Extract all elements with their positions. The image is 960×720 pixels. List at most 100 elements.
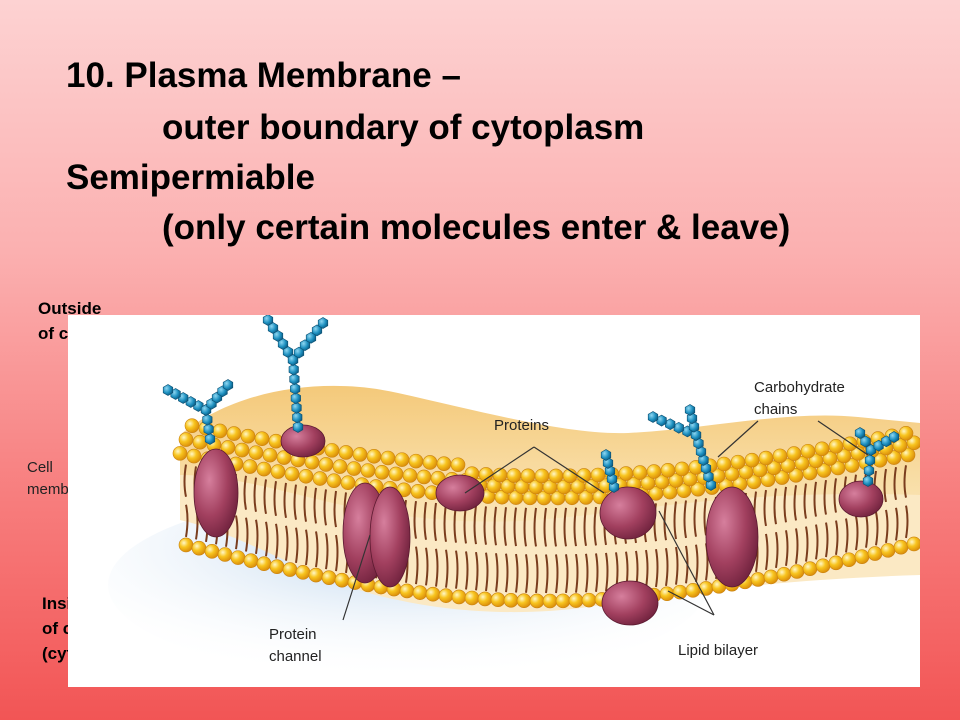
phospholipid-head — [352, 447, 368, 462]
sugar-unit — [656, 414, 667, 427]
phospholipid-head — [867, 546, 883, 561]
sugar-unit — [860, 435, 871, 448]
phospholipid-head — [186, 448, 202, 464]
phospholipid-head — [399, 583, 415, 599]
lipid-tail — [263, 479, 267, 514]
lipid-tail — [433, 502, 437, 541]
sugar-unit — [647, 411, 659, 423]
phospholipid-head — [451, 589, 467, 605]
lipid-tail — [313, 487, 317, 524]
lipid-tail — [265, 521, 269, 557]
phospholipid-head — [217, 547, 233, 562]
lipid-tail — [793, 485, 797, 521]
globular-protein — [599, 486, 657, 540]
lipid-tail — [883, 468, 887, 503]
lipid-tail — [775, 532, 779, 569]
phospholipid-head — [321, 570, 337, 585]
phospholipid-head — [332, 459, 348, 474]
phospholipid-head — [758, 450, 774, 466]
phospholipid-head — [906, 435, 920, 451]
lipid-tail — [425, 547, 429, 586]
lipid-tail — [673, 501, 677, 540]
lower-phospholipid-heads — [178, 536, 920, 609]
carbohydrate-chains-label: Carbohydrate chains — [754, 377, 845, 421]
phospholipid-head — [477, 591, 493, 607]
upper-phospholipid-heads — [172, 418, 920, 506]
phospholipid-head — [240, 428, 256, 444]
inner-peripheral-protein — [601, 580, 659, 626]
lipid-tail — [765, 533, 769, 571]
phospholipid-head — [380, 450, 396, 466]
lipid-tail — [573, 507, 577, 547]
phospholipid-head — [698, 581, 714, 596]
phospholipid-head — [632, 465, 648, 480]
lipid-tail — [245, 517, 249, 552]
sugar-unit — [292, 411, 303, 424]
phospholipid-head — [776, 566, 792, 582]
lipid-tail — [423, 501, 427, 540]
phospholipid-head — [256, 556, 272, 572]
phospholipid-head — [490, 592, 506, 607]
phospholipid-head — [338, 445, 354, 460]
sugar-unit — [262, 315, 274, 326]
phospholipid-head — [226, 426, 242, 441]
lipid-tail — [495, 553, 499, 592]
lipid-tail — [675, 546, 679, 585]
phospholipid-head — [772, 448, 788, 464]
lipid-tail — [183, 464, 187, 497]
lipid-tail — [815, 524, 819, 560]
lipid-tail — [533, 507, 537, 547]
phospholipid-head — [802, 561, 818, 576]
lipid-tail — [493, 506, 497, 546]
phospholipid-head — [318, 457, 334, 472]
phospholipid-head — [893, 539, 909, 555]
sugar-unit — [204, 433, 216, 445]
lipid-tail — [703, 498, 707, 536]
phospholipid-head — [618, 466, 634, 481]
phospholipid-head — [506, 468, 522, 483]
lipid-tail — [485, 552, 489, 592]
proteins-label: Proteins — [494, 417, 550, 434]
phospholipid-head — [660, 462, 676, 478]
phospholipid-head — [464, 590, 480, 606]
phospholipid-head — [898, 425, 914, 441]
phospholipid-head — [520, 468, 536, 484]
lipid-tail — [465, 551, 469, 590]
phospholipid-head — [346, 461, 362, 476]
outside-label-line-1: Outside — [38, 299, 102, 318]
sugar-unit — [600, 449, 612, 461]
lipid-tail — [293, 484, 297, 520]
phospholipid-head — [276, 450, 292, 465]
phospholipid-head — [816, 463, 832, 478]
lipid-tail — [185, 504, 189, 538]
lipid-tail — [845, 518, 849, 553]
lipid-bilayer-label: Lipid bilayer — [678, 642, 759, 659]
phospholipid-head — [334, 572, 350, 588]
phospholipid-head — [750, 572, 766, 587]
phospholipid-head — [326, 473, 342, 488]
phospholipid-head — [789, 564, 805, 579]
lipid-tail — [823, 479, 827, 515]
phospholipid-head — [412, 585, 428, 600]
lipid-tail — [523, 507, 527, 547]
sugar-unit — [684, 404, 696, 416]
lipid-tail — [655, 549, 659, 588]
phospholipid-head — [270, 464, 286, 479]
lipid-tail — [445, 549, 449, 588]
phospholipid-head — [744, 452, 760, 468]
sugar-unit — [888, 431, 900, 443]
phospholipid-head — [674, 461, 690, 477]
phospholipid-head — [794, 455, 810, 471]
phospholipid-head — [774, 470, 790, 485]
sugar-unit — [854, 427, 866, 439]
phospholipid-head — [178, 537, 194, 553]
lipid-tail — [303, 486, 307, 522]
lipid-tail — [885, 509, 889, 544]
phospholipid-head — [450, 457, 466, 473]
sugar-unit — [292, 421, 304, 433]
edge-protein — [838, 480, 884, 518]
phospholipid-head — [760, 472, 776, 488]
carbohydrate-label-line-1: Carbohydrate — [754, 379, 845, 396]
phospholipid-head — [906, 536, 920, 552]
lipid-tail — [555, 554, 559, 594]
